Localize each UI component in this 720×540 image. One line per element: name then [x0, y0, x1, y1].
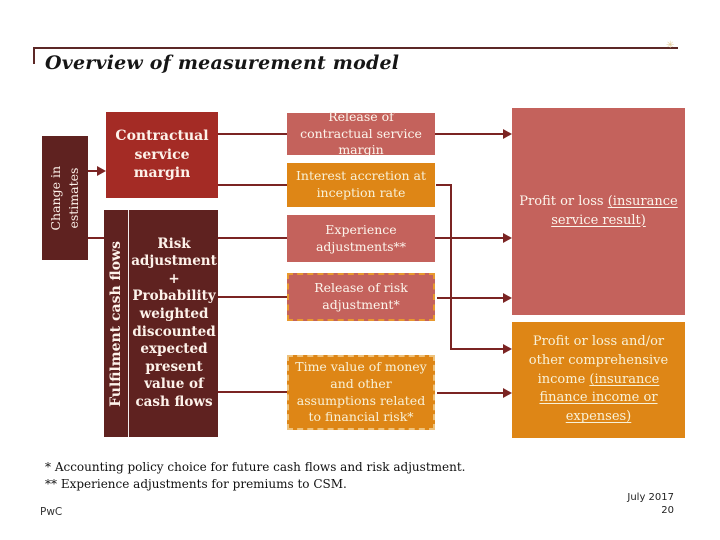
profit-or-loss-text: Profit or loss (insurance service result… [518, 193, 679, 231]
fulfilment-label-strip: Fulfilment cash flows [104, 210, 128, 437]
insurance-finance-income-link[interactable]: (insurance finance income or expenses) [539, 371, 660, 425]
fulfilment-cash-flows-label: Fulfilment cash flows [108, 240, 124, 407]
oci-label: Profit or loss and/or other comprehensiv… [528, 333, 669, 387]
connector-interest-elbow-v [450, 184, 452, 350]
experience-adjustments-label: Experience adjustments** [315, 221, 407, 254]
connector-interest-elbow-h2 [450, 348, 503, 350]
profit-or-loss-label: Profit or loss [519, 193, 608, 209]
arrow-head-release-risk-to-pl [503, 293, 512, 303]
connector-release-risk-to-pl [437, 297, 503, 299]
connector-csm-to-release-csm [218, 133, 287, 135]
footer-date: July 2017 [627, 492, 674, 503]
connector-csm-to-interest [218, 184, 287, 186]
header-rule [33, 47, 678, 49]
connector-time-value-to-oci [437, 392, 503, 394]
release-risk-adjustment-label: Release of risk adjustment* [314, 280, 408, 312]
footnote-2: ** Experience adjustments for premiums t… [45, 476, 347, 491]
connector-fulfilment-to-time-value [218, 391, 287, 393]
connector-release-csm-to-pl [435, 133, 503, 135]
footnote-1: * Accounting policy choice for future ca… [45, 460, 466, 474]
connector-change-to-fulfilment [88, 237, 104, 239]
header-corner-bracket [33, 47, 35, 64]
page-title: Overview of measurement model [45, 52, 400, 74]
connector-interest-elbow-h1 [436, 184, 452, 186]
experience-adjustments-box: Experience adjustments** [287, 215, 435, 262]
oci-box: Profit or loss and/or other comprehensiv… [512, 322, 685, 438]
arrow-head-interest-to-oci [503, 344, 512, 354]
change-in-estimates-box: Change in estimates [42, 136, 88, 260]
fulfilment-cash-flows-box: Fulfilment cash flows Risk adjustment + … [104, 210, 218, 437]
arrow-head-experience-to-pl [503, 233, 512, 243]
arrow-head-change-to-csm [97, 166, 106, 176]
release-risk-adjustment-box: Release of risk adjustment* [287, 273, 435, 321]
interest-accretion-label: Interest accretion at inception rate [295, 168, 427, 200]
pwc-logo: PwC [40, 506, 63, 518]
insurance-service-result-link[interactable]: (insurance service result) [551, 193, 678, 228]
page-number: 20 [661, 505, 674, 516]
footer-date-page: July 2017 20 [560, 491, 674, 517]
contractual-service-margin-box: Contractual service margin [106, 112, 218, 198]
arrow-head-release-csm-to-pl [503, 129, 512, 139]
contractual-service-margin-label: Contractual service margin [115, 127, 209, 182]
change-in-estimates-label: Change in estimates [47, 165, 81, 231]
profit-or-loss-box: Profit or loss (insurance service result… [512, 108, 685, 315]
connector-fulfilment-to-experience [218, 237, 287, 239]
release-csm-label: Release of contractual service margin [300, 108, 422, 158]
time-value-box: Time value of money and other assumption… [287, 355, 435, 430]
risk-adjustment-stack-label: Risk adjustment + Probability weighted d… [131, 235, 217, 410]
time-value-label: Time value of money and other assumption… [295, 358, 427, 425]
connector-change-to-csm [88, 170, 98, 172]
rule-end-ornament-icon: ✳ [666, 40, 675, 51]
arrow-head-time-value-to-oci [503, 388, 512, 398]
connector-experience-to-pl [435, 237, 503, 239]
connector-fulfilment-to-release-risk [218, 296, 287, 298]
footnotes: * Accounting policy choice for future ca… [45, 459, 465, 492]
fulfilment-divider-line [128, 210, 129, 437]
oci-text: Profit or loss and/or other comprehensiv… [518, 333, 679, 427]
release-csm-box: Release of contractual service margin [287, 109, 435, 157]
interest-accretion-box: Interest accretion at inception rate [287, 163, 435, 207]
